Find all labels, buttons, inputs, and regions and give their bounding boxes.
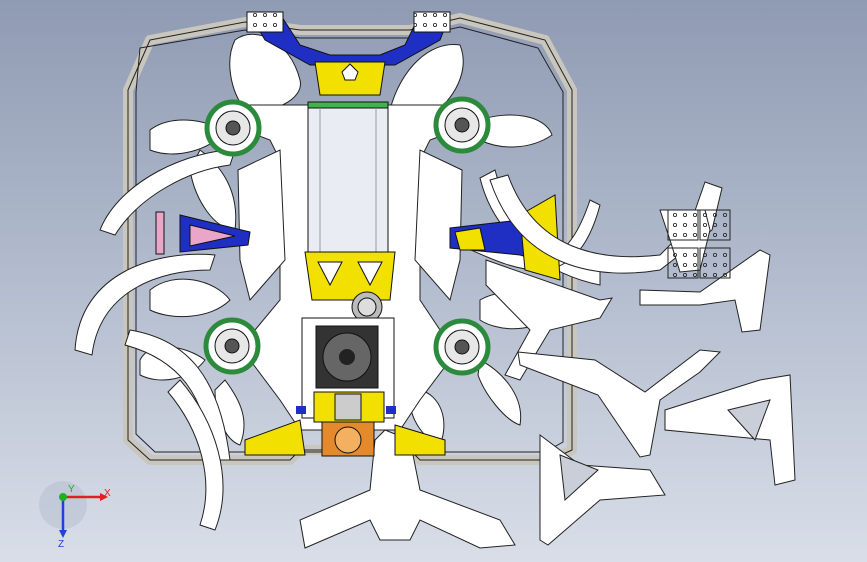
bracket-part-2	[517, 349, 722, 458]
y-axis-dot	[59, 493, 67, 501]
bracket-part-4	[664, 374, 796, 486]
motor-bottom-left	[203, 317, 261, 375]
y-axis-label: Y	[68, 484, 75, 495]
z-axis-label: Z	[58, 539, 64, 550]
exploded-parts[interactable]	[485, 174, 796, 546]
triangle-cutout	[727, 399, 771, 441]
motors[interactable]	[203, 96, 491, 376]
battery-pack[interactable]	[307, 101, 389, 261]
camera-module[interactable]	[296, 317, 396, 457]
motor-top-right	[433, 96, 491, 154]
motor-bottom-right	[433, 318, 491, 376]
motor-top-left	[204, 99, 262, 157]
center-plate[interactable]	[304, 251, 396, 323]
bottom-corner-plates[interactable]	[244, 419, 446, 456]
arm-curve-part	[489, 174, 723, 274]
x-axis-label: X	[104, 488, 111, 499]
top-bracket[interactable]	[246, 11, 451, 96]
side-brackets[interactable]	[155, 194, 561, 281]
coordinate-triad: X Y Z	[39, 481, 111, 550]
